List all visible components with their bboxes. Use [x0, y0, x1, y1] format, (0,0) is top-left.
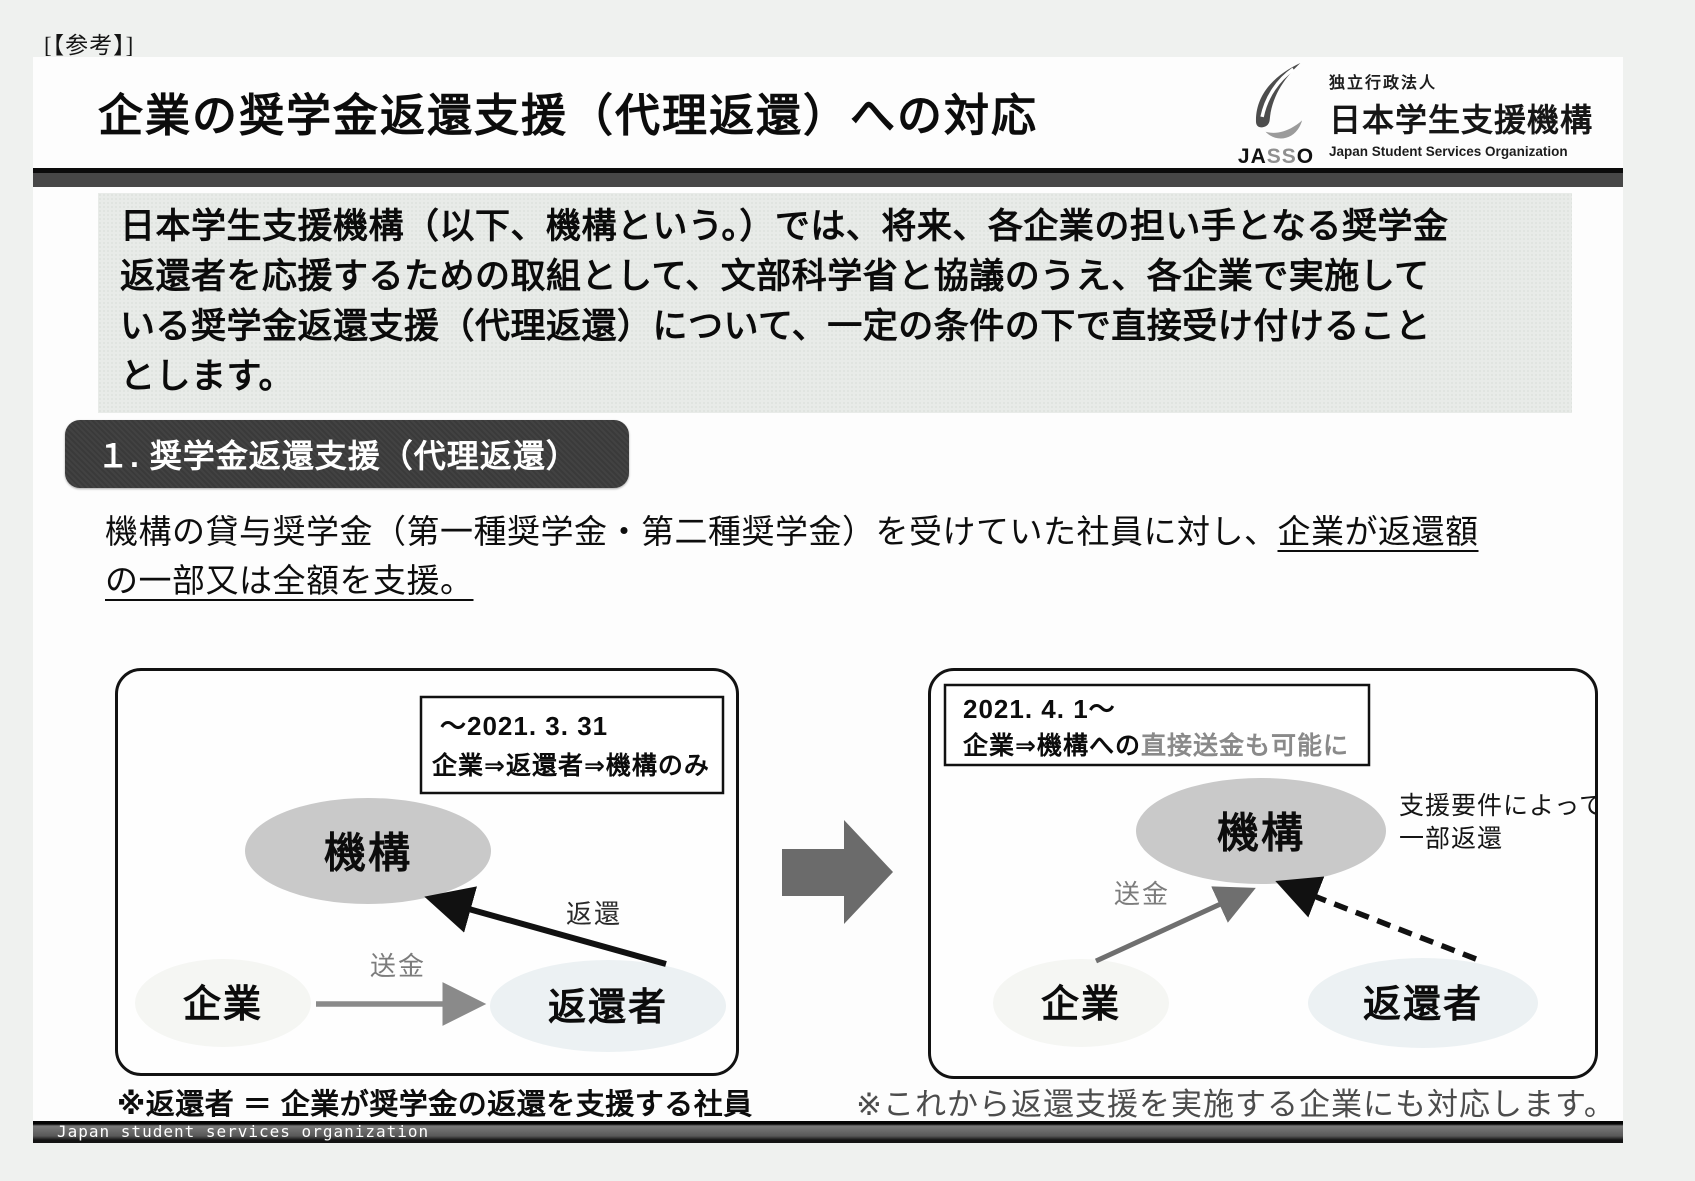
transition-arrow-icon [782, 820, 893, 924]
after-note-flow-black: 企業⇒機構への [963, 731, 1141, 760]
jasso-o: O [1296, 145, 1315, 168]
partial-henkan-label-1: 支援要件によって [1399, 792, 1595, 820]
jasso-logo: JASSO 独立行政法人 日本学生支援機構 Japan Student Serv… [1233, 63, 1593, 169]
before-caption: ※返還者 ＝ 企業が奨学金の返還を支援する社員 [117, 1089, 753, 1121]
footer-bar: Japan student services organization [33, 1121, 1623, 1143]
footer-text: Japan student services organization [57, 1122, 430, 1141]
lead-underlined-1: 企業が返還額 [1277, 513, 1479, 550]
arrow-henkan-label: 返還 [566, 899, 622, 929]
node-henkansha-label: 返還者 [1363, 984, 1483, 1026]
lead-plain: 機構の貸与奨学金（第一種奨学金・第二種奨学金）を受けていた社員に対し、 [105, 513, 1278, 550]
header-divider [33, 168, 1623, 187]
node-kigyo-ellipse [993, 959, 1169, 1047]
node-kigyo-ellipse [135, 959, 311, 1047]
node-kiko-label: 機構 [324, 830, 412, 877]
after-note-date: 2021. 4. 1～ [963, 694, 1116, 724]
diagram-after-box: 2021. 4. 1～ 企業⇒機構への直接送金も可能に 機構 企業 返還者 送金… [928, 668, 1598, 1079]
diagram-before-box: ～2021. 3. 31 企業⇒返還者⇒機構のみ 機構 企業 返還者 返還 送金 [115, 668, 739, 1076]
intro-line: とします。 [120, 357, 295, 396]
org-type-label: 独立行政法人 [1329, 75, 1438, 92]
node-kiko-label: 機構 [1217, 810, 1305, 857]
after-note-box [943, 683, 1371, 767]
before-note-box [419, 695, 725, 795]
jasso-wordmark: JASSO [1238, 145, 1314, 169]
section-1-heading: １. 奨学金返還支援（代理返還） [65, 420, 629, 488]
slide: 企業の奨学金返還支援（代理返還）への対応 JASSO 独立行政法人 日本学生支援… [33, 57, 1623, 1143]
after-note-flow: 企業⇒機構への直接送金も可能に [963, 731, 1349, 760]
page-title: 企業の奨学金返還支援（代理返還）への対応 [98, 90, 1039, 141]
node-kiko-ellipse [1136, 778, 1386, 884]
intro-line: 日本学生支援機構（以下、機構という。）では、将来、各企業の担い手となる奨学金 [120, 207, 1449, 246]
before-note-flow: 企業⇒返還者⇒機構のみ [432, 751, 710, 780]
node-kigyo-label: 企業 [1041, 983, 1121, 1026]
jasso-ss: SS [1266, 145, 1297, 168]
arrow-sokin-label: 送金 [370, 951, 426, 981]
arrow-sokin-label: 送金 [1114, 879, 1170, 909]
org-name-english: Japan Student Services Organization [1329, 144, 1568, 159]
jasso-leaf-icon [1255, 63, 1303, 139]
intro-line: いる奨学金返還支援（代理返還）について、一定の条件の下で直接受け付けること [120, 307, 1431, 346]
reference-label: [【参考】] [44, 33, 135, 58]
node-kiko-ellipse [245, 798, 491, 904]
node-henkansha-ellipse [1308, 958, 1538, 1048]
intro-paragraph: 日本学生支援機構（以下、機構という。）では、将来、各企業の担い手となる奨学金 返… [98, 193, 1572, 413]
node-henkansha-label: 返還者 [548, 987, 668, 1029]
arrow-partial-henkan-dashed [1275, 876, 1477, 962]
jasso-ja: JA [1237, 145, 1267, 168]
arrow-henkan [424, 886, 667, 967]
lead-underlined-2: の一部又は全額を支援。 [105, 562, 474, 599]
arrow-sokin-direct [1094, 886, 1256, 964]
after-note-flow-gray: 直接送金も可能に [1141, 731, 1349, 760]
partial-henkan-label-2: 一部返還 [1399, 825, 1503, 853]
node-kigyo-label: 企業 [183, 983, 263, 1026]
node-henkansha-ellipse [490, 960, 726, 1052]
before-note-date: ～2021. 3. 31 [440, 711, 608, 741]
after-caption: ※これから返還支援を実施する企業にも対応します。 [856, 1087, 1616, 1122]
intro-line: 返還者を応援するための取組として、文部科学省と協議のうえ、各企業で実施して [120, 257, 1430, 296]
org-name-label: 日本学生支援機構 [1329, 102, 1594, 138]
section-1-lead-text: 機構の貸与奨学金（第一種奨学金・第二種奨学金）を受けていた社員に対し、企業が返還… [105, 507, 1479, 605]
